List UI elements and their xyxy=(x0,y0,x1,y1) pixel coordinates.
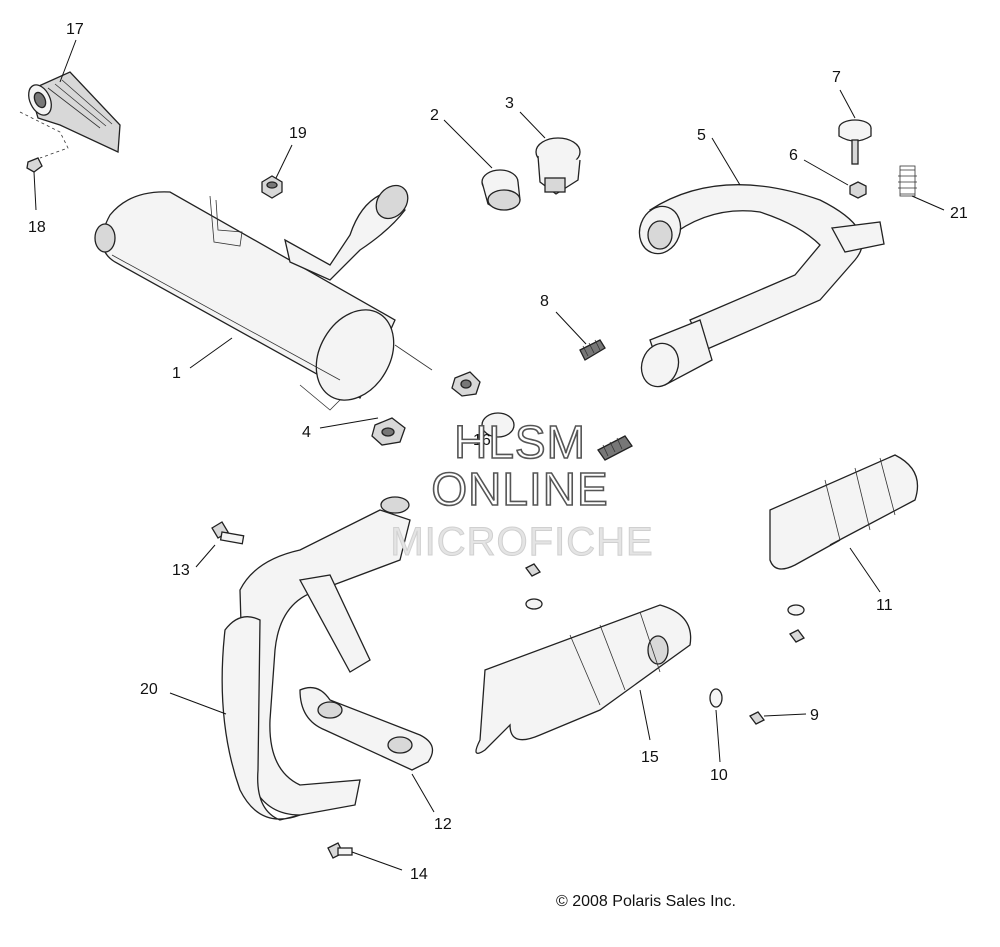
part-15-heat-shield[interactable] xyxy=(475,604,692,754)
callout-15: 15 xyxy=(641,749,659,766)
leader-lines xyxy=(33,39,945,871)
part-1-muffler[interactable] xyxy=(94,179,433,414)
part-17-tailpipe-tip[interactable] xyxy=(19,71,121,159)
callout-17: 17 xyxy=(66,21,84,38)
part-4-grommet[interactable] xyxy=(371,417,406,446)
callout-19: 19 xyxy=(289,125,307,142)
callout-1: 1 xyxy=(172,365,181,382)
part-2-sleeve[interactable] xyxy=(481,169,521,211)
callout-20: 20 xyxy=(140,681,158,698)
part-16-clamp[interactable] xyxy=(481,412,633,461)
part-11-heat-shield[interactable] xyxy=(769,454,919,570)
part-14-bolt[interactable] xyxy=(327,842,353,859)
callout-11: 11 xyxy=(876,597,893,614)
part-7-pin[interactable] xyxy=(838,119,872,165)
rubber-grommet[interactable] xyxy=(451,371,481,397)
callout-10: 10 xyxy=(710,767,728,784)
part-20-header-pipe[interactable] xyxy=(221,496,411,821)
washer-and-bolts[interactable] xyxy=(525,563,805,643)
watermark-line-3: MICROFICHE xyxy=(390,520,653,564)
callout-18: 18 xyxy=(28,219,46,236)
callout-8: 8 xyxy=(540,293,549,310)
callout-4: 4 xyxy=(302,424,311,441)
callout-13: 13 xyxy=(172,562,190,579)
part-13-bolt[interactable] xyxy=(211,521,245,545)
part-5-head-pipe[interactable] xyxy=(633,184,885,392)
callout-7: 7 xyxy=(832,69,841,86)
part-3-clamp[interactable] xyxy=(535,137,581,195)
watermark: HLSM ONLINE MICROFICHE xyxy=(390,415,653,564)
callout-2: 2 xyxy=(430,107,439,124)
callout-6: 6 xyxy=(789,147,798,164)
callout-12: 12 xyxy=(434,816,452,833)
part-18-bolt[interactable] xyxy=(26,157,43,173)
callout-21: 21 xyxy=(950,205,968,222)
part-9-bolt[interactable] xyxy=(749,711,765,725)
callout-5: 5 xyxy=(697,127,706,144)
copyright-text: © 2008 Polaris Sales Inc. xyxy=(556,893,736,910)
part-8-spring[interactable] xyxy=(579,339,606,361)
part-21-spring[interactable] xyxy=(898,165,917,197)
callout-numbers: 17 18 19 1 2 3 4 5 6 7 8 16 21 11 13 20 … xyxy=(28,21,968,883)
part-19-grommet[interactable] xyxy=(261,175,283,199)
part-12-gasket[interactable] xyxy=(299,686,434,771)
callout-3: 3 xyxy=(505,95,514,112)
part-6-nut[interactable] xyxy=(849,181,867,199)
watermark-line-2: ONLINE xyxy=(431,463,608,515)
watermark-line-1: HLSM xyxy=(454,416,586,468)
callout-16: 16 xyxy=(473,432,491,449)
callout-9: 9 xyxy=(810,707,819,724)
part-10-washer[interactable] xyxy=(709,688,723,708)
callout-14: 14 xyxy=(410,866,428,883)
